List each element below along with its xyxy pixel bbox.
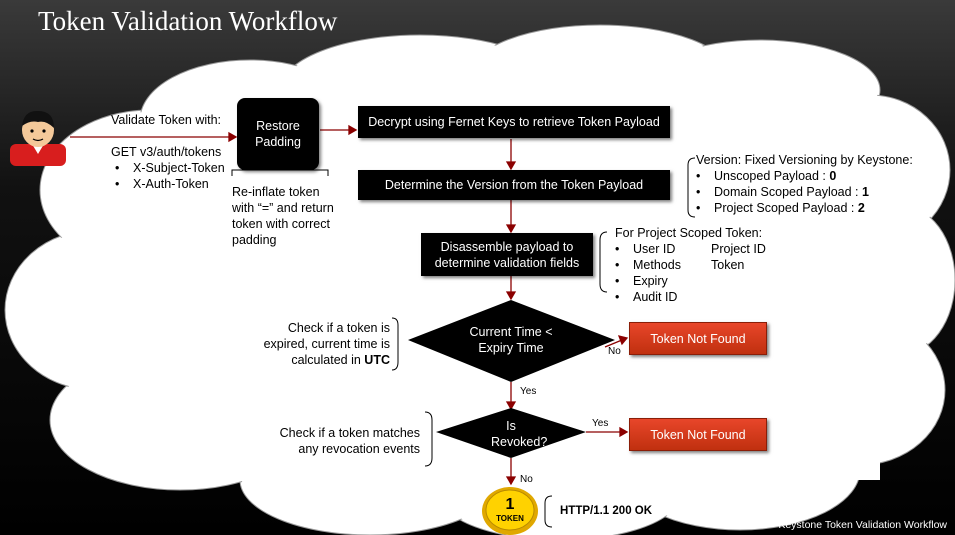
expiry-note-utc: UTC — [364, 353, 390, 367]
success-response: HTTP/1.1 200 OK — [560, 505, 653, 517]
expiry-note-prefix: calculated in — [291, 353, 365, 367]
restore-note-line: padding — [232, 233, 277, 247]
user-icon — [10, 110, 66, 166]
decrypt-step-box: Decrypt using Fernet Keys to retrieve To… — [358, 106, 670, 138]
token-coin-word: TOKEN — [496, 514, 524, 523]
expiry-decision: Current Time < Expiry Time — [430, 324, 592, 356]
restore-note-line: with “=” and return — [232, 201, 334, 215]
request-endpoint: GET v3/auth/tokens — [111, 145, 222, 159]
request-header-item: X-Subject-Token — [111, 160, 225, 176]
expiry-note: Check if a token is expired, current tim… — [240, 320, 390, 368]
revoked-decision: Is Revoked? — [461, 418, 561, 450]
footer-caption: Fernet – Keystone Token Validation Workf… — [736, 519, 947, 531]
fields-note-list: User ID Methods Expiry Audit ID — [611, 241, 681, 305]
version-item-label: Project Scoped Payload : — [714, 201, 858, 215]
token-coin-icon — [482, 487, 538, 535]
field-item: Audit ID — [611, 289, 681, 305]
restore-padding-label: Restore Padding — [255, 119, 301, 149]
version-item-value: 0 — [829, 169, 837, 183]
fields-note-heading: For Project Scoped Token: — [615, 226, 763, 240]
restore-note-line: token with correct — [232, 217, 330, 231]
version-note-item: Project Scoped Payload : 2 — [692, 200, 869, 216]
decrypt-step-label: Decrypt using Fernet Keys to retrieve To… — [368, 115, 660, 129]
disassemble-step-box: Disassemble payload to determine validat… — [421, 233, 593, 276]
field-label: User ID — [633, 242, 676, 256]
field-item: User ID — [611, 241, 681, 257]
expiry-note-line: Check if a token is — [287, 321, 390, 335]
version-step-box: Determine the Version from the Token Pay… — [358, 170, 670, 200]
edge-label-yes: Yes — [592, 418, 609, 429]
expiry-decision-label: Current Time < Expiry Time — [469, 325, 553, 355]
version-item-label: Unscoped Payload : — [714, 169, 830, 183]
request-headers-list: X-Subject-Token X-Auth-Token — [111, 160, 225, 192]
restore-note-line: Re-inflate token — [232, 185, 320, 199]
outcome-label: Token Not Found — [650, 331, 746, 346]
token-not-found-expired: Token Not Found — [629, 322, 767, 355]
field-label: Token — [711, 258, 745, 272]
expiry-diamond-shape — [408, 300, 615, 382]
revoke-note: Check if a token matches any revocation … — [270, 425, 420, 457]
version-item-value: 2 — [857, 201, 865, 215]
version-item-label: Domain Scoped Payload : — [714, 185, 863, 199]
expiry-note-line: expired, current time is — [263, 337, 390, 351]
field-label: Project ID — [711, 242, 766, 256]
version-note-heading: Version: Fixed Versioning by Keystone: — [696, 153, 913, 167]
restore-padding-box: Restore Padding — [237, 98, 319, 170]
version-item-value: 1 — [862, 185, 869, 199]
revoke-note-line: any revocation events — [298, 442, 420, 456]
field-item: Methods — [611, 257, 681, 273]
token-coin-number: 1 — [505, 496, 515, 513]
revoked-decision-label: Is Revoked? — [491, 419, 548, 449]
edge-label-no: No — [520, 474, 533, 485]
restore-note: Re-inflate token with “=” and return tok… — [232, 184, 334, 248]
version-note-item: Domain Scoped Payload : 1 — [692, 184, 869, 200]
version-step-label: Determine the Version from the Token Pay… — [384, 178, 644, 192]
field-label: Audit ID — [633, 290, 678, 304]
expiry-note-line: calculated in UTC — [240, 352, 390, 368]
version-note-list: Unscoped Payload : 0 Domain Scoped Paylo… — [692, 168, 869, 216]
revoke-note-line: Check if a token matches — [279, 426, 420, 440]
token-not-found-revoked: Token Not Found — [629, 418, 767, 451]
page-title: Token Validation Workflow — [38, 6, 338, 36]
disassemble-step-label: Disassemble payload to determine validat… — [434, 239, 580, 270]
edge-label-yes: Yes — [520, 386, 537, 397]
request-heading: Validate Token with: — [111, 113, 222, 127]
field-label: Methods — [633, 258, 681, 272]
outcome-label: Token Not Found — [650, 427, 746, 442]
field-item-continued: Expiry — [611, 273, 681, 289]
edge-label-no: No — [608, 346, 621, 357]
request-header-item: X-Auth-Token — [111, 176, 225, 192]
version-note-item: Unscoped Payload : 0 — [692, 168, 869, 184]
revoked-diamond-shape — [436, 408, 586, 458]
field-label: Expiry — [633, 274, 668, 288]
